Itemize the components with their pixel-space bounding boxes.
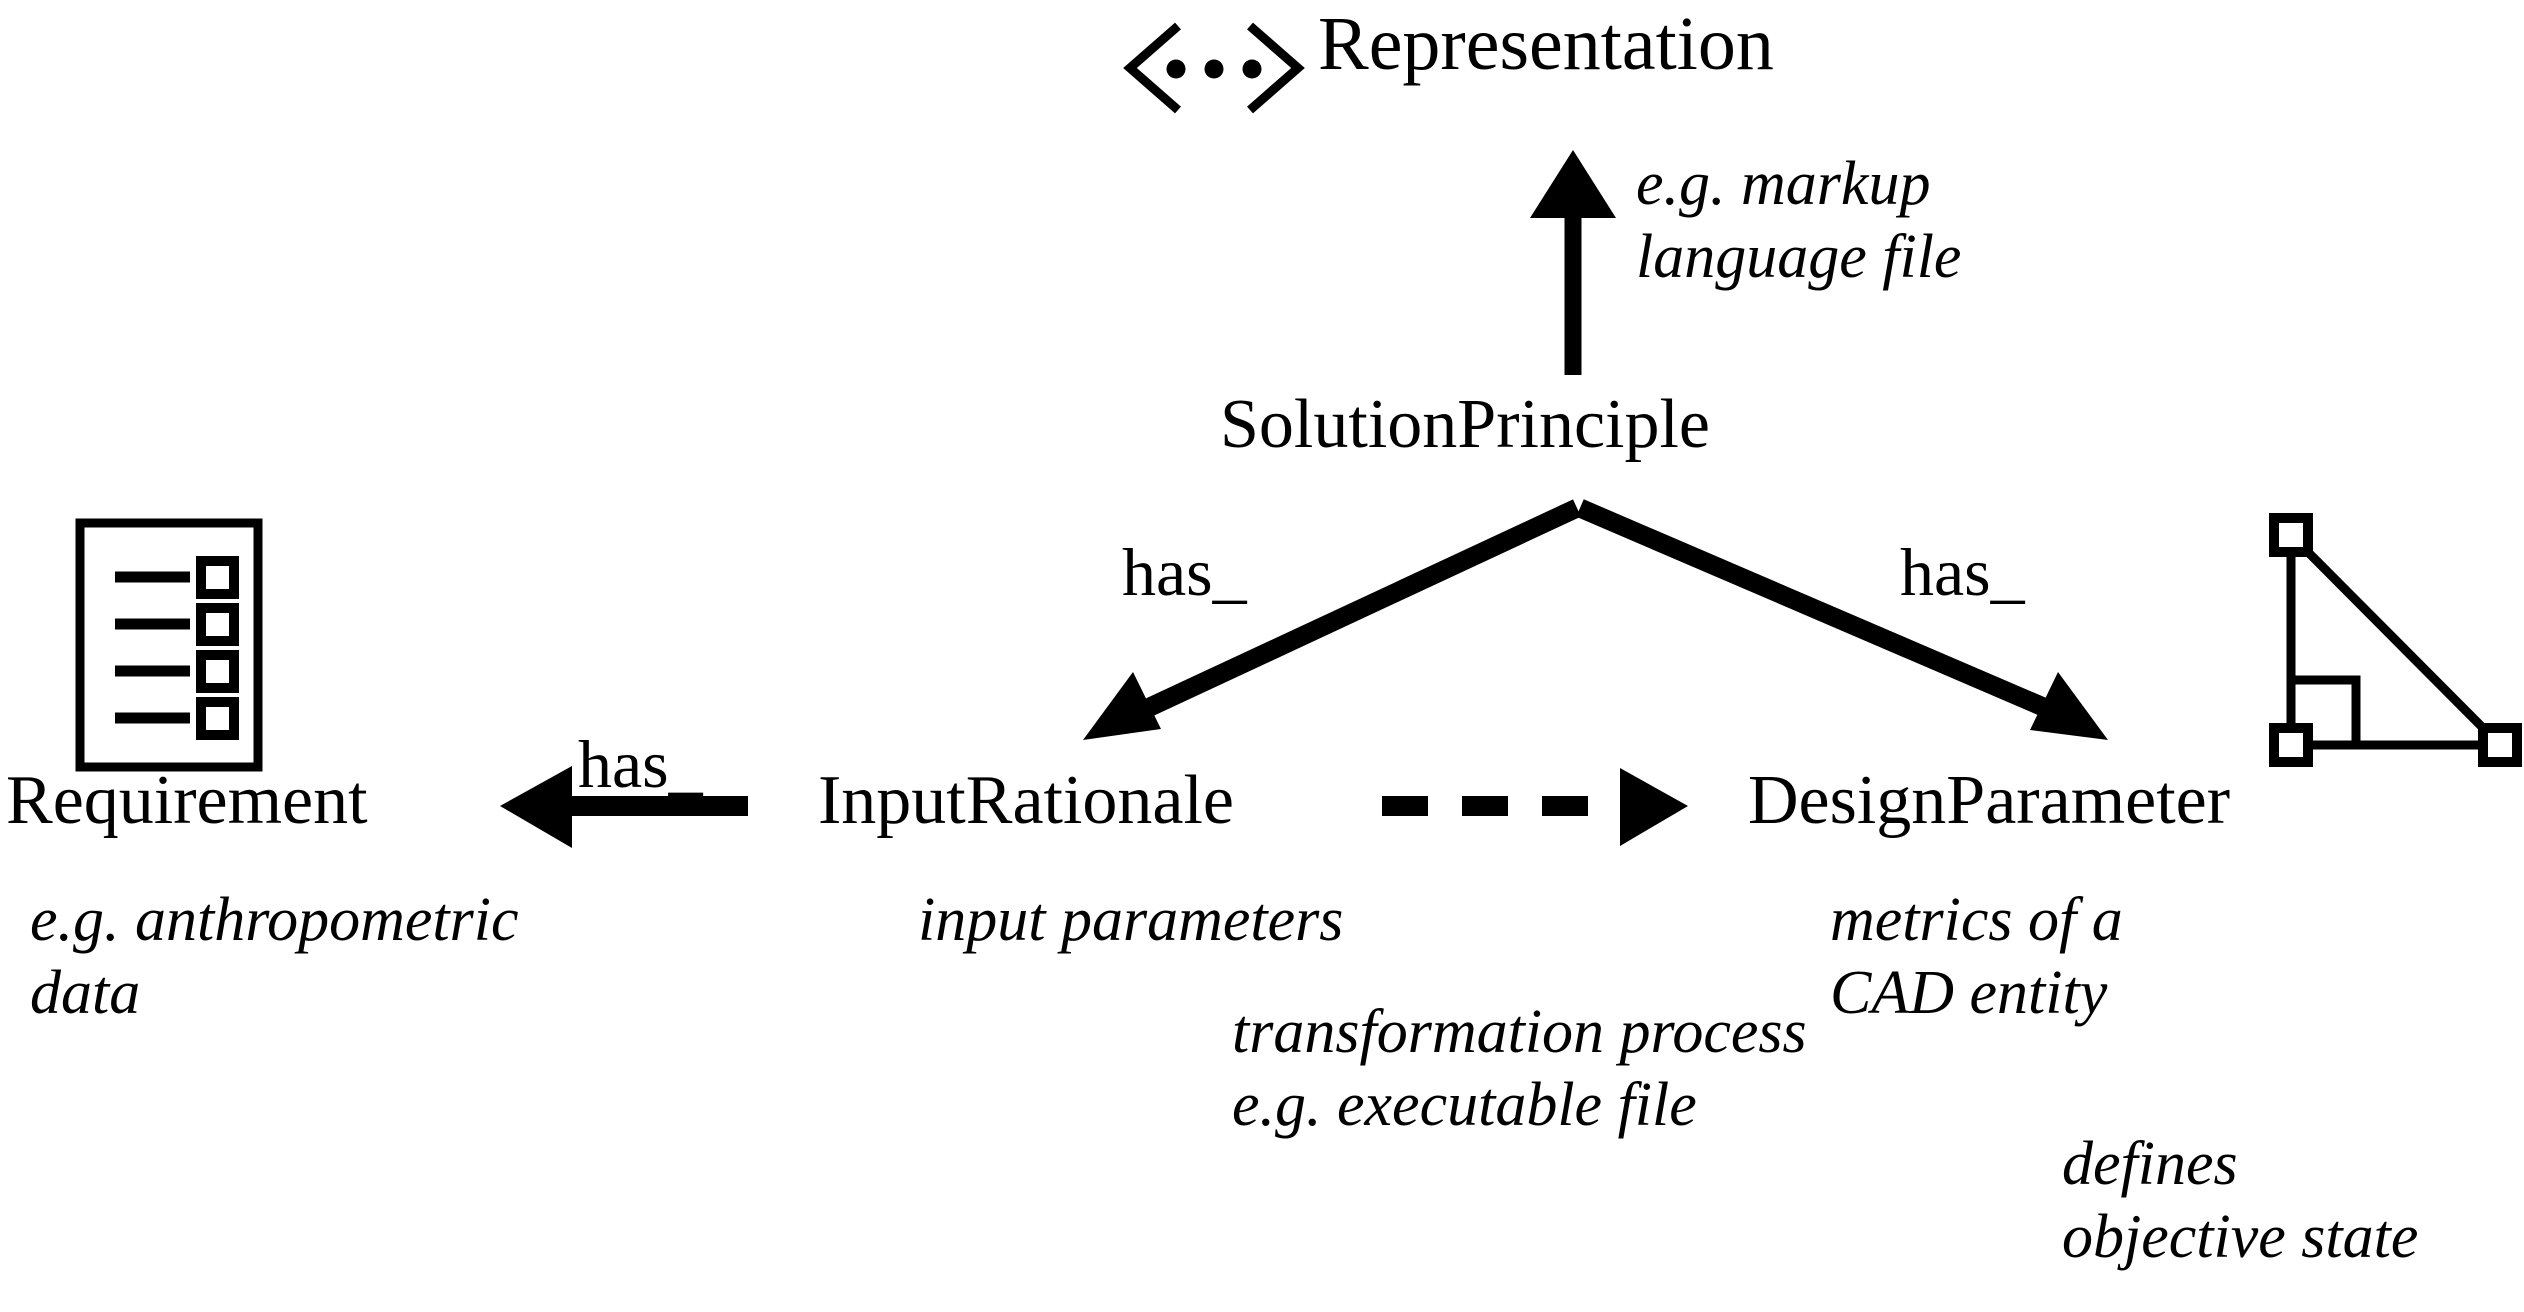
markup-icon (1123, 22, 1305, 114)
annotation-representation-note: e.g. markup language file (1636, 148, 1961, 294)
node-input-rationale[interactable]: InputRationale (818, 762, 1235, 839)
checklist-document-icon (75, 518, 263, 772)
annotation-line: e.g. anthropometric (30, 886, 519, 954)
annotation-line: input parameters (918, 886, 1344, 954)
annotation-line: language file (1636, 223, 1962, 292)
annotation-line: data (30, 959, 141, 1028)
annotation-line: e.g. markup (1636, 150, 1931, 218)
annotation-line: metrics of a (1830, 886, 2123, 954)
edge-inputrationale-to-designparameter (1382, 768, 1688, 846)
right-triangle-cad-icon (2269, 513, 2522, 767)
node-design-parameter[interactable]: DesignParameter (1748, 762, 2231, 839)
annotation-line: CAD entity (1830, 959, 2108, 1028)
node-representation[interactable]: Representation (1318, 2, 1774, 86)
edge-label-has-left-branch: has_ (1122, 534, 1247, 610)
annotation-design-parameter-note: metrics of a CAD entity (1830, 884, 2123, 1030)
annotation-objective-state-note: defines objective state (2062, 1128, 2418, 1274)
edge-label-has-requirement: has_ (578, 726, 703, 802)
annotation-transformation-note: transformation process e.g. executable f… (1232, 996, 1807, 1142)
annotation-input-rationale-note: input parameters (918, 884, 1343, 957)
node-requirement[interactable]: Requirement (6, 762, 368, 839)
annotation-line: e.g. executable file (1232, 1071, 1697, 1140)
edge-label-has-right-branch: has_ (1900, 534, 2025, 610)
annotation-requirement-note: e.g. anthropometric data (30, 884, 518, 1030)
annotation-line: defines (2062, 1130, 2238, 1198)
node-solution-principle[interactable]: SolutionPrinciple (1220, 386, 1710, 463)
edge-solution-to-designparameter (1576, 499, 2108, 740)
annotation-line: objective state (2062, 1203, 2419, 1272)
edge-solution-to-representation (1530, 150, 1616, 375)
annotation-line: transformation process (1232, 998, 1807, 1066)
